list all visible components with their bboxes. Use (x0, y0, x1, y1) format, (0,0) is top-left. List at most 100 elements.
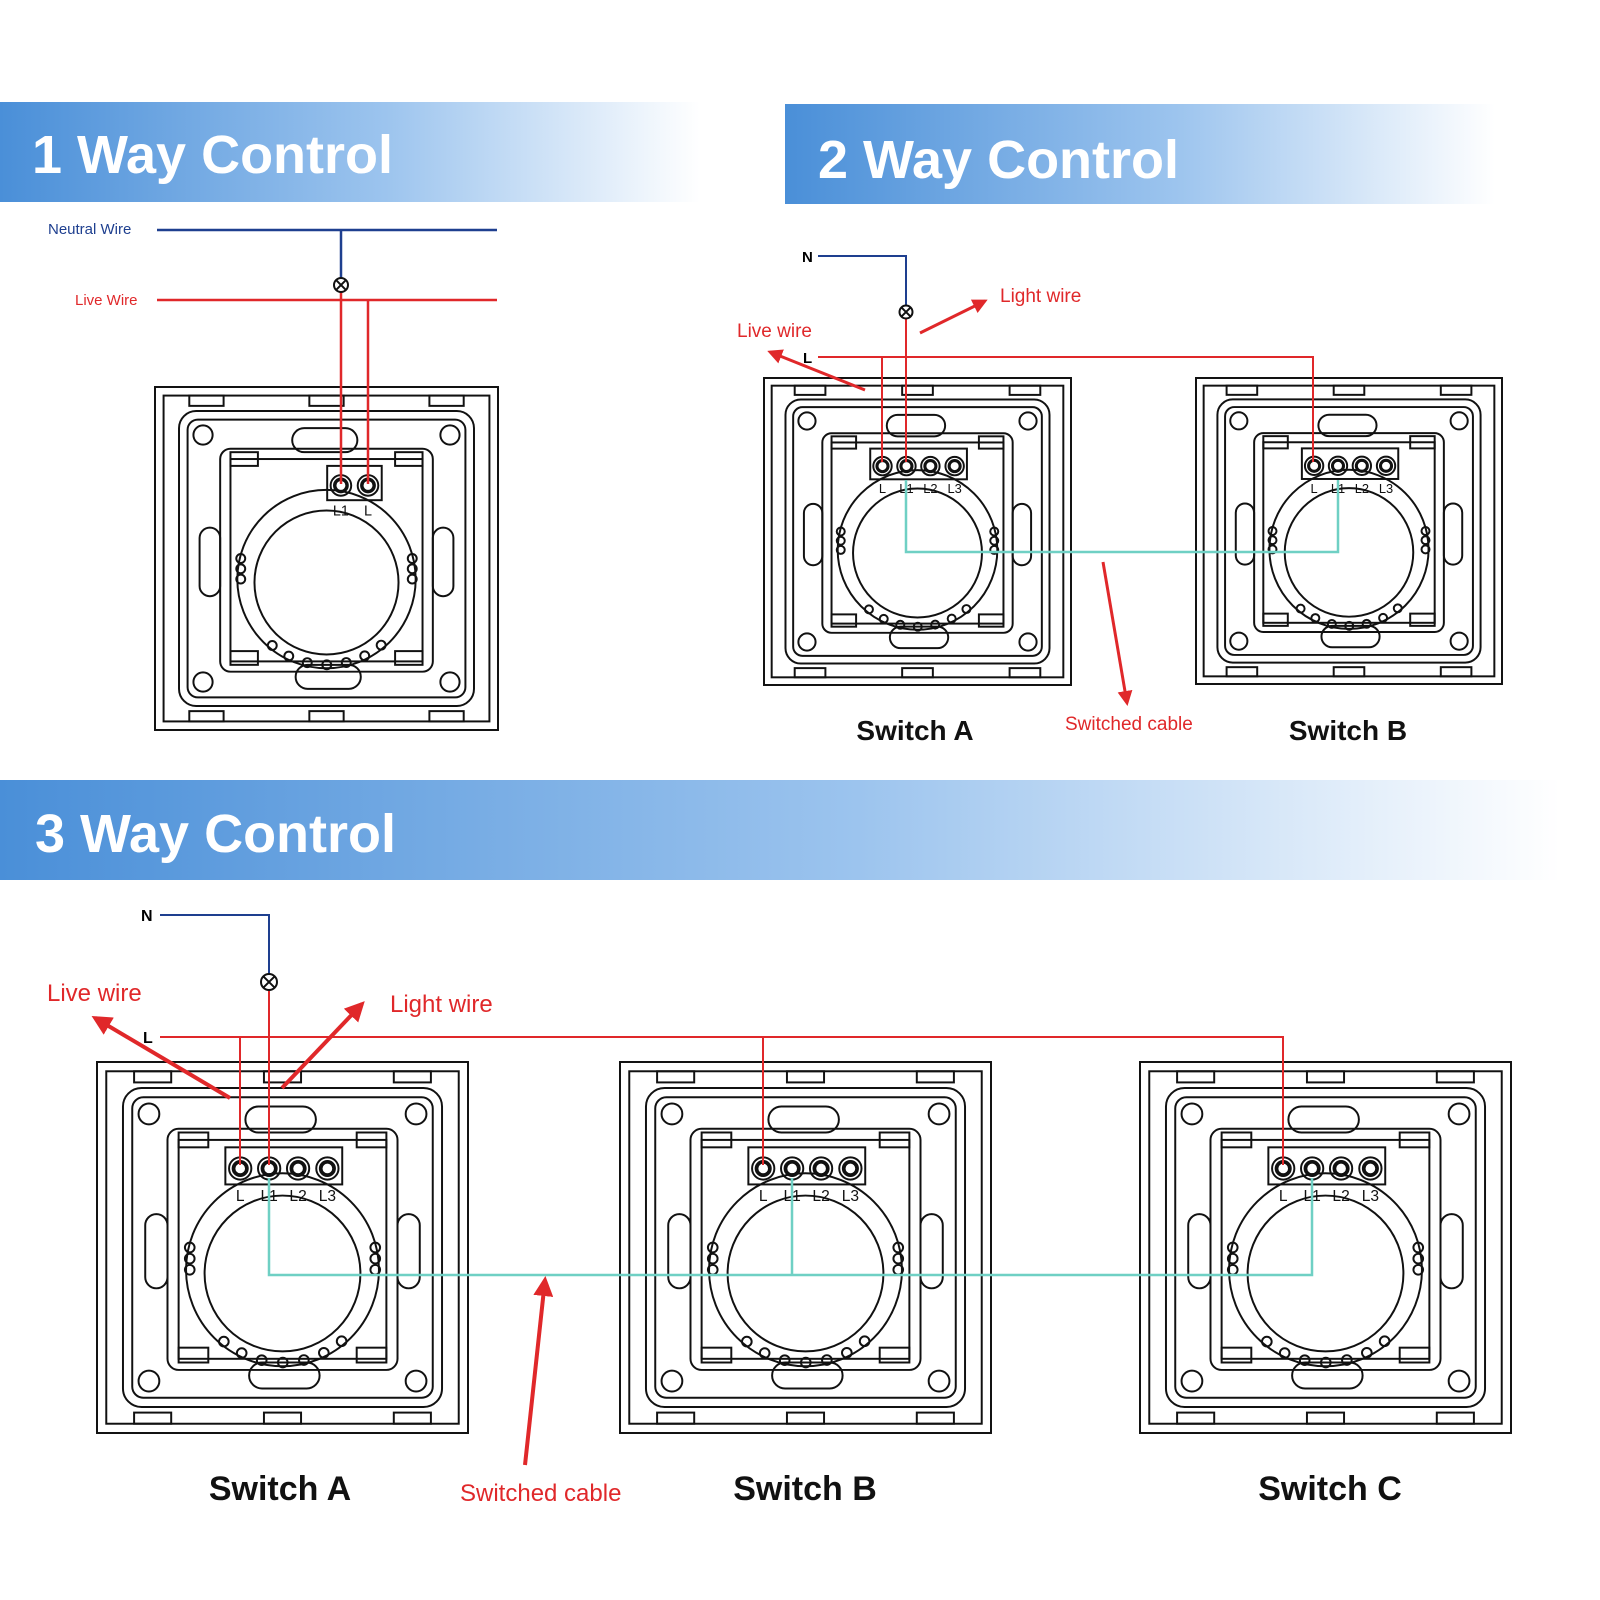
mount-slot (1320, 624, 1381, 649)
clip (1398, 1131, 1431, 1149)
clip (229, 650, 259, 666)
switch-b-label: Switch B (1289, 715, 1407, 746)
clip (1220, 1131, 1253, 1149)
vent-hole (406, 563, 418, 575)
plate-tab (1332, 666, 1366, 678)
plate-tab (915, 1070, 955, 1084)
vent-hole (406, 553, 418, 564)
vent-hole (835, 526, 846, 537)
clip (229, 451, 259, 467)
vent-hole (301, 657, 313, 669)
terminal-screw (944, 455, 965, 477)
plate-tab (428, 710, 465, 723)
plate-frame (1195, 377, 1503, 685)
neutral-wire (818, 255, 907, 305)
vent-hole (989, 535, 1000, 546)
switch-a-label: Switch A (209, 1470, 351, 1508)
vent-hole (1267, 544, 1278, 555)
terminal-screw (315, 1156, 340, 1181)
plate-tab (793, 384, 827, 396)
screw-hole (1018, 632, 1038, 652)
switch-c-label: Switch C (1258, 1470, 1402, 1508)
mechanism-body (700, 1138, 911, 1360)
vent-hole (235, 1347, 248, 1359)
vent-hole (1378, 1335, 1391, 1348)
vent-hole (1267, 535, 1278, 546)
terminal-label: L3 (947, 481, 961, 496)
clip (700, 1346, 733, 1364)
terminal-screw-core (1378, 458, 1394, 473)
title-3-way: 3 Way Control (35, 804, 396, 864)
plate-tab (1305, 1070, 1346, 1084)
screw-hole (1229, 631, 1249, 651)
vent-hole (930, 619, 941, 630)
vent-hole (1361, 1346, 1373, 1359)
terminal-screw-core (1330, 458, 1346, 473)
mount-slot (198, 526, 222, 598)
lamp-cross (900, 306, 912, 318)
terminal-label: L3 (319, 1188, 336, 1205)
screw-hole (137, 1102, 161, 1126)
banner-1-way (0, 102, 700, 202)
terminal-label: L2 (1332, 1188, 1349, 1205)
mount-slot (1317, 413, 1378, 438)
terminal-label: L (879, 481, 886, 496)
plate-tab (915, 1411, 955, 1425)
pointer-arrow (1101, 561, 1133, 706)
clip (355, 1346, 388, 1364)
screw-hole (927, 1102, 951, 1126)
mechanism (821, 432, 1014, 634)
terminal-screw-core (289, 1159, 307, 1178)
mechanism-ring (185, 1172, 380, 1368)
mount-slot (1291, 1361, 1364, 1390)
clip (700, 1131, 733, 1149)
screw-hole (1180, 1369, 1204, 1393)
inner-frame (178, 410, 475, 707)
pointer-arrow (280, 1001, 365, 1090)
mount-slot (1287, 1105, 1360, 1134)
terminal-label: L (1311, 481, 1318, 496)
screw-hole (1447, 1369, 1471, 1393)
mechanism (689, 1127, 922, 1371)
screw-hole (1447, 1102, 1471, 1126)
terminal-screw (1375, 455, 1397, 476)
plate-tab (1008, 667, 1042, 679)
plate-frame (154, 386, 499, 731)
plate-tab (392, 1070, 432, 1084)
plate-tab (392, 1411, 432, 1425)
plate-tab (428, 394, 465, 407)
plate-tab (262, 1411, 303, 1425)
plate-tab (656, 1411, 696, 1425)
screw-hole (797, 632, 817, 652)
n-label: N (141, 908, 153, 925)
mechanism-ring (708, 1172, 903, 1368)
banner-2-way (785, 104, 1495, 204)
mechanism (219, 447, 434, 673)
plate-tab (188, 710, 225, 723)
vent-hole (183, 1252, 196, 1265)
switched-cable-label: Switched cable (1065, 714, 1193, 735)
vent-hole (1326, 618, 1337, 629)
clip (830, 613, 858, 628)
mechanism-core (203, 1194, 362, 1353)
vent-hole (706, 1241, 719, 1254)
vent-hole (892, 1252, 905, 1265)
vent-hole (961, 604, 972, 615)
mount-slot (888, 625, 950, 650)
vent-hole (1226, 1241, 1239, 1254)
screw-hole (404, 1369, 428, 1393)
terminal-block (747, 1146, 867, 1186)
plate-frame (763, 377, 1072, 686)
l-label: L (143, 1030, 153, 1047)
clip (1409, 435, 1436, 450)
neutral-wire-label: Neutral Wire (48, 221, 131, 238)
clip (1262, 612, 1289, 627)
screw-hole (660, 1102, 684, 1126)
vent-hole (821, 1354, 833, 1366)
vent-hole (895, 619, 906, 630)
terminal-label: L (364, 504, 372, 520)
vent-hole (1344, 620, 1355, 631)
